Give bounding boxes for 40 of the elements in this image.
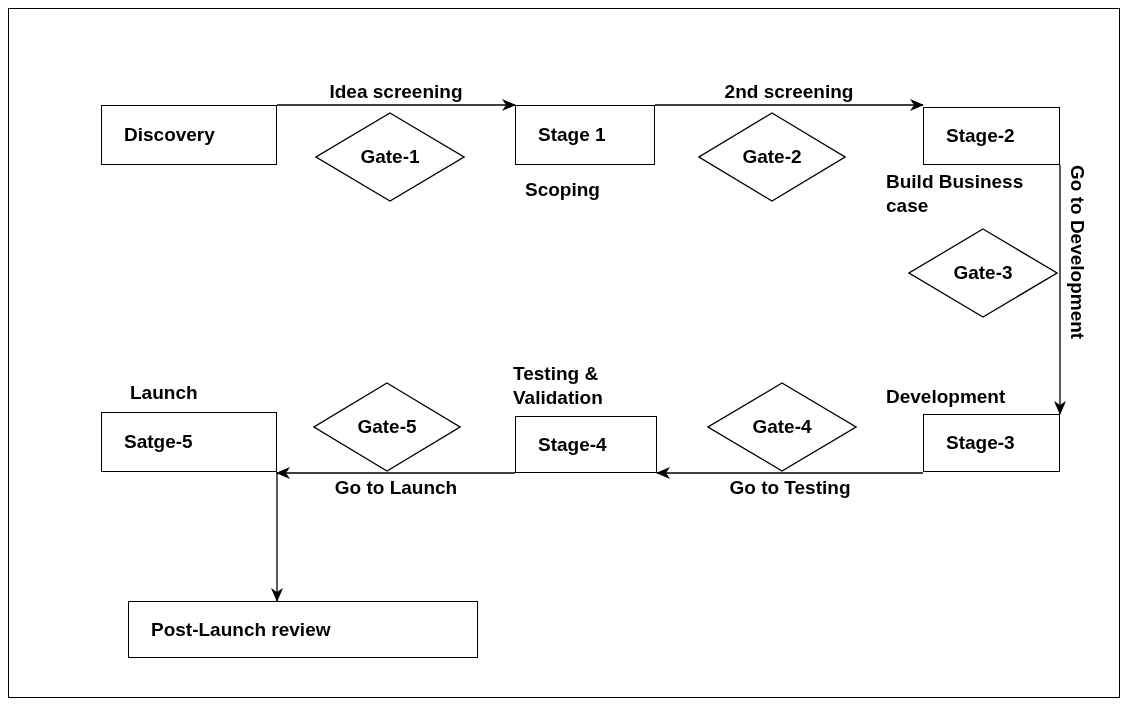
- edge-label: Go to Development: [1066, 165, 1088, 342]
- gate-diamond: [698, 112, 846, 202]
- edge-label: Idea screening: [328, 81, 464, 103]
- arrow: [276, 99, 516, 111]
- node-label: Stage-3: [946, 431, 1015, 455]
- node-label: Satge-5: [124, 430, 193, 454]
- stage-box: [515, 105, 655, 165]
- node-label: Stage 1: [538, 123, 606, 147]
- gate-diamond: [707, 382, 857, 472]
- gate-diamond: [908, 228, 1058, 318]
- stage-caption: Testing & Validation: [513, 362, 604, 410]
- node-label: Post-Launch review: [151, 617, 331, 642]
- node-label: Gate-5: [357, 415, 417, 439]
- stage-box: [515, 416, 657, 473]
- arrow: [1054, 164, 1066, 415]
- node-label: Gate-3: [953, 261, 1013, 285]
- arrow: [656, 467, 924, 479]
- stage-caption: Scoping: [525, 178, 601, 202]
- stage-box: [923, 414, 1060, 472]
- stage-caption: Build Business case: [886, 170, 1025, 218]
- arrow: [271, 471, 283, 602]
- edge-label: Go to Launch: [333, 477, 459, 499]
- node-label: Gate-2: [742, 145, 802, 169]
- node-label: Discovery: [124, 123, 215, 147]
- stage-box: [101, 105, 277, 165]
- node-label: Gate-4: [752, 415, 812, 439]
- stage-box: [128, 601, 478, 658]
- edge-label: Go to Testing: [728, 477, 852, 499]
- stage-caption: Development: [886, 385, 1007, 409]
- gate-diamond: [315, 112, 465, 202]
- gate-diamond: [313, 382, 461, 472]
- node-label: Gate-1: [360, 145, 420, 169]
- arrow: [654, 99, 924, 111]
- edge-label: 2nd screening: [723, 81, 855, 103]
- stage-box: [101, 412, 277, 472]
- stage-caption: Launch: [130, 381, 199, 405]
- node-label: Stage-2: [946, 124, 1015, 148]
- stage-box: [923, 107, 1060, 165]
- arrow: [276, 467, 516, 479]
- node-label: Stage-4: [538, 432, 607, 457]
